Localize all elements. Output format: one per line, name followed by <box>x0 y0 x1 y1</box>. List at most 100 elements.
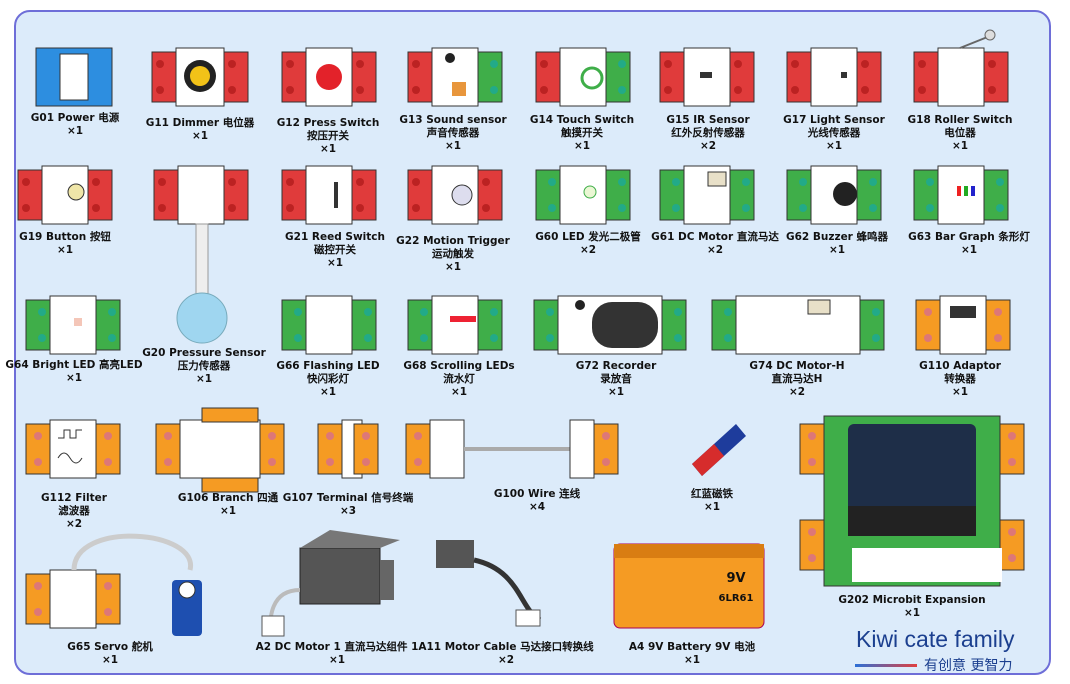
module-label-line: ×2 <box>706 244 724 256</box>
module-label-line: 红外反射传感器 <box>671 127 745 139</box>
module-label-line: 压力传感器 <box>177 360 231 372</box>
module-label-line: G15 IR Sensor <box>666 114 750 126</box>
module-label-line: ×1 <box>951 140 969 152</box>
g107-terminal-module <box>317 419 379 479</box>
module-label-line: G63 Bar Graph 条形灯 <box>908 231 1030 243</box>
module-label-line: 流水灯 <box>443 373 475 385</box>
module-label-line: 磁控开关 <box>314 244 356 256</box>
module-label-line: 滤波器 <box>58 505 90 517</box>
module-label-line: ×1 <box>444 140 462 152</box>
module-label: G01 Power 电源×1 <box>31 112 119 138</box>
module-label-line: 声音传感器 <box>426 127 480 139</box>
module-label: G61 DC Motor 直流马达×2 <box>651 231 779 257</box>
module-label-line: G21 Reed Switch <box>285 231 385 243</box>
g68-scrolling-leds-module <box>407 295 503 355</box>
module-label-line: ×2 <box>497 654 515 666</box>
module-label-line: G68 Scrolling LEDs <box>403 360 515 372</box>
module-label: G60 LED 发光二极管×2 <box>535 231 641 257</box>
module-label-line: A11 Motor Cable 马达接口转换线 <box>418 641 594 653</box>
module-label-line: G18 Roller Switch <box>907 114 1013 126</box>
module-label-line: G62 Buzzer 蜂鸣器 <box>785 231 889 243</box>
g22-motion-trigger-module <box>407 165 503 225</box>
module-label-line: 转换器 <box>944 373 976 385</box>
magnet-art <box>692 424 746 476</box>
g14-touch-switch-module <box>535 47 631 107</box>
module-label-line: G74 DC Motor-H <box>749 360 845 372</box>
a11-motor-cable-art <box>436 540 542 627</box>
module-label-line: 快闪彩灯 <box>306 373 349 385</box>
module-label-line: ×1 <box>825 140 843 152</box>
module-label-line: ×1 <box>607 386 625 398</box>
g19-button-module <box>17 165 113 225</box>
module-label-line: G20 Pressure Sensor <box>142 347 266 359</box>
battery-model-label: 6LR61 <box>718 593 754 604</box>
a4-9v-battery-art <box>613 543 765 629</box>
module-label-line: ×1 <box>195 373 213 385</box>
module-label: G63 Bar Graph 条形灯×1 <box>908 231 1030 257</box>
slogan-divider <box>855 664 917 667</box>
module-label-line: ×2 <box>65 518 83 530</box>
module-label-line: ×1 <box>66 125 84 137</box>
g60-led-module <box>535 165 631 225</box>
module-label-line: ×1 <box>219 505 237 517</box>
module-label-line: G66 Flashing LED <box>276 360 380 372</box>
g11-dimmer-module <box>151 47 249 107</box>
module-label-line: 直流马达H <box>771 373 823 385</box>
module-label-line: ×1 <box>56 244 74 256</box>
module-label: G106 Branch 四通×1 <box>178 492 278 518</box>
g17-light-sensor-module <box>786 47 882 107</box>
module-label: G100 Wire 连线×4 <box>494 488 580 514</box>
module-label-line: 电位器 <box>944 127 976 139</box>
brand-title: Kiwi cate family <box>856 626 1015 652</box>
brand-slogan: 有创意 更智力 <box>924 658 1013 674</box>
module-label-line: ×2 <box>579 244 597 256</box>
module-label: 红蓝磁铁×1 <box>691 488 733 514</box>
module-label-line: G60 LED 发光二极管 <box>535 231 641 243</box>
g13-sound-sensor-module <box>407 47 503 107</box>
g65-servo-module <box>25 533 202 636</box>
module-label-line: ×4 <box>528 501 546 513</box>
module-label-line: 光线传感器 <box>807 127 861 139</box>
module-label-line: ×1 <box>683 654 701 666</box>
module-label-line: ×1 <box>101 654 119 666</box>
module-label-line: ×1 <box>960 244 978 256</box>
module-label-line: ×3 <box>339 505 357 517</box>
module-label-line: ×1 <box>828 244 846 256</box>
module-label-line: ×1 <box>703 501 721 513</box>
module-label-line: 运动触发 <box>431 248 474 260</box>
g12-press-switch-module <box>281 47 377 107</box>
module-label: G65 Servo 舵机×1 <box>67 641 152 667</box>
g74-dc-motor-h-module <box>711 295 885 355</box>
a2-dc-motor-art <box>261 530 400 637</box>
module-label: A11 Motor Cable 马达接口转换线×2 <box>418 641 593 667</box>
g72-recorder-module <box>533 295 687 355</box>
module-label-line: 触摸开关 <box>561 127 603 139</box>
module-label: G64 Bright LED 高亮LED×1 <box>5 359 142 385</box>
g64-bright-led-module <box>25 295 121 355</box>
module-label-line: A4 9V Battery 9V 电池 <box>628 641 756 653</box>
module-label-line: ×1 <box>328 654 346 666</box>
module-label-line: ×1 <box>444 261 462 273</box>
module-label-line: ×1 <box>951 386 969 398</box>
module-label-line: A2 DC Motor 1 直流马达组件 1 <box>255 641 419 653</box>
module-label-line: 录放音 <box>600 373 632 385</box>
module-label-line: G17 Light Sensor <box>783 114 885 126</box>
g202-microbit-expansion-module <box>799 415 1025 587</box>
module-label: G62 Buzzer 蜂鸣器×1 <box>786 231 888 257</box>
module-label-line: ×2 <box>699 140 717 152</box>
module-label-line: ×1 <box>191 130 209 142</box>
module-label-line: ×2 <box>788 386 806 398</box>
module-label-line: ×1 <box>65 372 83 384</box>
